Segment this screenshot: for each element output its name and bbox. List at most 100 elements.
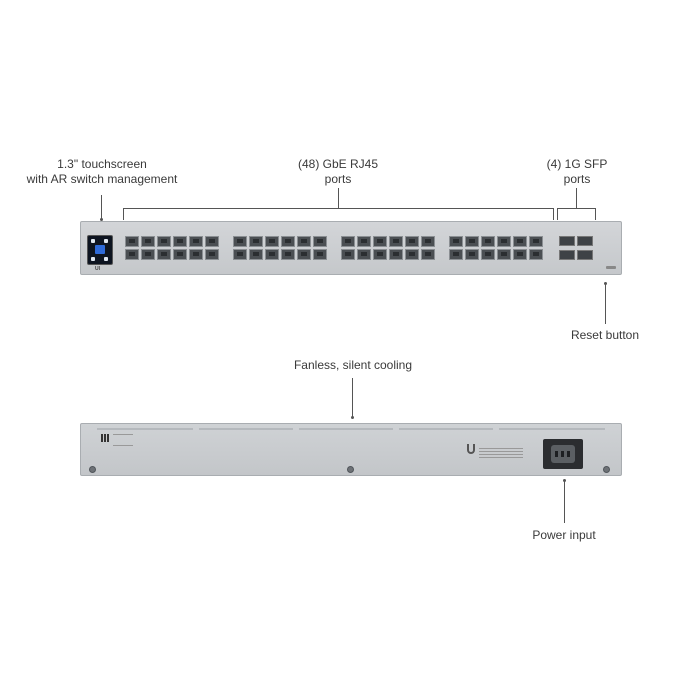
- rj45-port[interactable]: [357, 236, 371, 247]
- rj45-port[interactable]: [481, 249, 495, 260]
- rj45-port[interactable]: [189, 249, 203, 260]
- switch-rear-panel: [80, 423, 622, 476]
- sfp-port[interactable]: [577, 236, 593, 246]
- rj45-port[interactable]: [449, 236, 463, 247]
- sfp-callout: (4) 1G SFP ports: [530, 157, 624, 187]
- reset-leader-dot: [604, 282, 607, 285]
- rj45-port[interactable]: [249, 249, 263, 260]
- rj45-port[interactable]: [157, 236, 171, 247]
- vent-slot: [97, 428, 193, 430]
- touchscreen-callout: 1.3" touchscreen with AR switch manageme…: [20, 157, 184, 187]
- rj45-port[interactable]: [205, 249, 219, 260]
- reset-leader-line: [605, 284, 606, 324]
- screen-glyph-icon: [104, 257, 108, 261]
- rj45-port[interactable]: [125, 236, 139, 247]
- rj45-callout-line1: (48) GbE RJ45: [297, 157, 379, 171]
- rj45-port[interactable]: [389, 236, 403, 247]
- reset-callout: Reset button: [570, 328, 640, 342]
- rj45-port[interactable]: [297, 249, 311, 260]
- rj45-port[interactable]: [421, 249, 435, 260]
- sfp-bracket-left: [557, 208, 558, 220]
- rj45-callout: (48) GbE RJ45 ports: [268, 157, 408, 187]
- rj45-port[interactable]: [513, 249, 527, 260]
- rj45-port[interactable]: [389, 249, 403, 260]
- rj45-port[interactable]: [357, 249, 371, 260]
- vent-slot: [399, 428, 493, 430]
- vent-slot: [299, 428, 393, 430]
- rj45-port[interactable]: [173, 236, 187, 247]
- rj45-port[interactable]: [125, 249, 139, 260]
- brand-mark: UI: [95, 266, 100, 272]
- sfp-port[interactable]: [577, 250, 593, 260]
- rj45-port[interactable]: [497, 236, 511, 247]
- rj45-port[interactable]: [233, 236, 247, 247]
- rj45-port[interactable]: [405, 249, 419, 260]
- rj45-port[interactable]: [465, 236, 479, 247]
- socket-pin: [555, 451, 558, 457]
- sfp-port[interactable]: [559, 236, 575, 246]
- socket-pin: [561, 451, 564, 457]
- rj45-port[interactable]: [157, 249, 171, 260]
- qr-code-label: [101, 434, 109, 442]
- power-input-port[interactable]: [543, 439, 583, 469]
- certification-marks: [479, 446, 523, 458]
- power-leader-dot: [563, 479, 566, 482]
- screen-glyph-icon: [91, 257, 95, 261]
- rj45-port[interactable]: [341, 249, 355, 260]
- rj45-port[interactable]: [529, 249, 543, 260]
- rj45-port[interactable]: [373, 249, 387, 260]
- rj45-port[interactable]: [173, 249, 187, 260]
- touchscreen-display[interactable]: [87, 235, 113, 265]
- screw-icon: [89, 466, 96, 473]
- cooling-leader-dot: [351, 416, 354, 419]
- rj45-port[interactable]: [233, 249, 247, 260]
- rj45-port[interactable]: [373, 236, 387, 247]
- rj45-port[interactable]: [189, 236, 203, 247]
- socket-pin: [567, 451, 570, 457]
- vent-slot: [499, 428, 605, 430]
- switch-front-panel: UI: [80, 221, 622, 275]
- rj45-port[interactable]: [497, 249, 511, 260]
- screen-glyph-icon: [91, 239, 95, 243]
- rj45-port[interactable]: [249, 236, 263, 247]
- rj45-port[interactable]: [465, 249, 479, 260]
- screen-glyph-icon: [104, 239, 108, 243]
- rj45-port[interactable]: [281, 249, 295, 260]
- sfp-port[interactable]: [559, 250, 575, 260]
- screw-icon: [347, 466, 354, 473]
- sfp-callout-line2: ports: [563, 172, 591, 186]
- sfp-bracket: [557, 208, 595, 209]
- ubiquiti-logo-icon: [467, 444, 475, 454]
- rj45-port[interactable]: [265, 236, 279, 247]
- rj45-port[interactable]: [481, 236, 495, 247]
- rj45-port[interactable]: [265, 249, 279, 260]
- rj45-port[interactable]: [141, 249, 155, 260]
- reset-button[interactable]: [606, 266, 616, 269]
- rj45-port[interactable]: [141, 236, 155, 247]
- power-leader-line: [564, 481, 565, 523]
- screw-icon: [603, 466, 610, 473]
- rj45-port[interactable]: [513, 236, 527, 247]
- cooling-callout: Fanless, silent cooling: [293, 358, 413, 372]
- rj45-port[interactable]: [529, 236, 543, 247]
- rj45-port[interactable]: [205, 236, 219, 247]
- iec-socket: [551, 445, 575, 463]
- rj45-callout-line2: ports: [324, 172, 352, 186]
- rj45-port[interactable]: [297, 236, 311, 247]
- touchscreen-leader-line: [101, 195, 102, 219]
- rj45-bracket-right: [553, 208, 554, 220]
- touchscreen-leader-dot: [100, 218, 103, 221]
- rj45-port[interactable]: [313, 249, 327, 260]
- rj45-port[interactable]: [281, 236, 295, 247]
- rj45-port[interactable]: [421, 236, 435, 247]
- screen-accent-tile: [95, 245, 105, 254]
- rj45-port[interactable]: [313, 236, 327, 247]
- rj45-bracket-left: [123, 208, 124, 220]
- vent-slot: [199, 428, 293, 430]
- touchscreen-callout-line1: 1.3" touchscreen: [57, 157, 147, 171]
- touchscreen-callout-line2: with AR switch management: [26, 172, 178, 186]
- rj45-port[interactable]: [341, 236, 355, 247]
- rj45-port[interactable]: [405, 236, 419, 247]
- rj45-port[interactable]: [449, 249, 463, 260]
- cooling-leader-line: [352, 378, 353, 418]
